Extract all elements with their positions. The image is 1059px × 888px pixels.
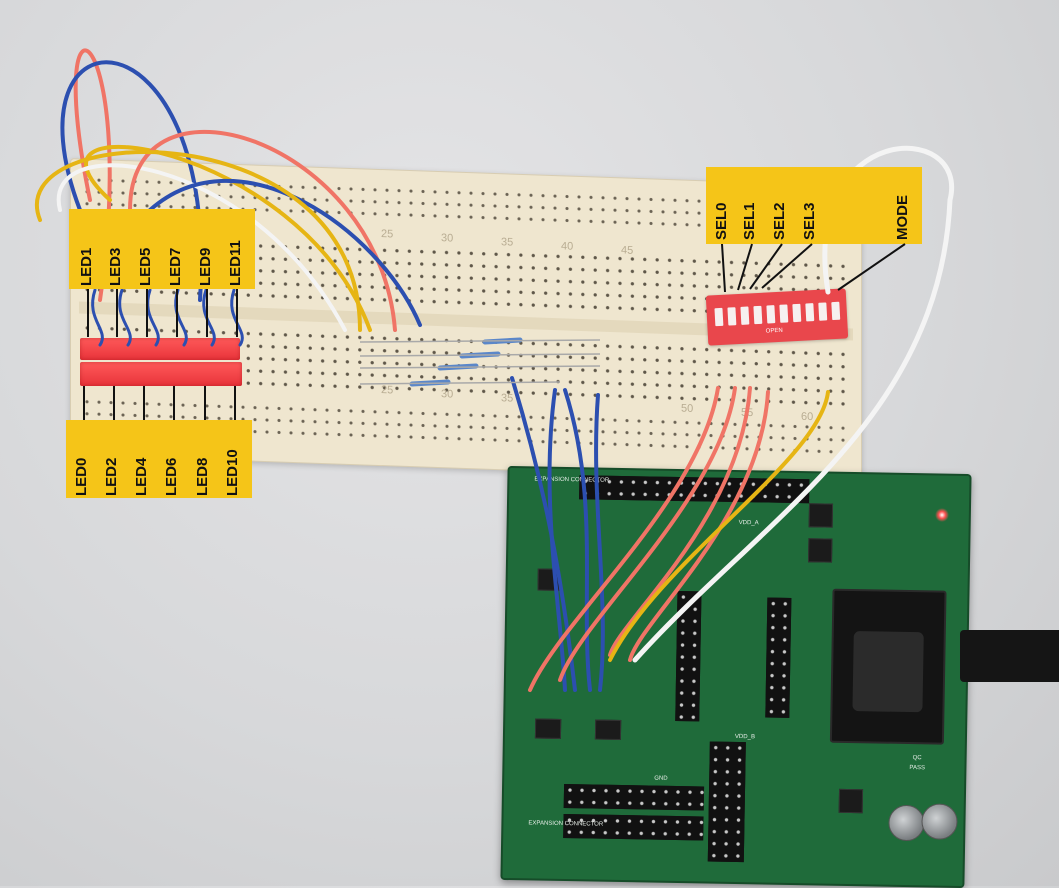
dip-switch-key [727, 307, 737, 326]
leader-line [176, 289, 178, 337]
column-number: 50 [681, 402, 694, 415]
column-number: 55 [741, 406, 754, 420]
dip-switch-key [714, 307, 724, 327]
led10-label: LED10 [224, 449, 241, 496]
electrolytic-capacitor [921, 803, 958, 840]
dip-switch-key [805, 303, 815, 322]
led-bar-graph-lower [80, 362, 242, 386]
dip-switch: OPEN [705, 288, 849, 346]
column-number: 35 [501, 392, 514, 405]
column-number: 45 [621, 244, 634, 257]
sel0-label: SEL0 [713, 202, 730, 240]
led4-label: LED4 [133, 457, 150, 496]
column-number: 35 [501, 236, 514, 249]
usb-cable [960, 630, 1059, 682]
dip-switch-marking: OPEN [765, 327, 783, 335]
silkscreen-label: EXPANSION CONNECTOR [528, 820, 604, 828]
leader-line [236, 289, 238, 337]
ic-chip [808, 538, 833, 563]
dip-switch-key [753, 305, 763, 325]
led5-label: LED5 [137, 247, 154, 286]
development-board: EXPANSION CONNECTOR EXPANSION CONNECTOR … [500, 465, 972, 888]
leader-line [173, 386, 175, 420]
column-number: 30 [441, 232, 454, 245]
ic-chip [808, 503, 834, 528]
led-bar-graph-upper [80, 338, 240, 360]
column-number: 60 [801, 410, 814, 424]
led11-label: LED11 [227, 240, 244, 286]
ic-chip [838, 788, 864, 814]
pin-header-numbered [765, 597, 792, 718]
dip-switch-key [779, 304, 789, 323]
power-led-icon [935, 508, 949, 522]
led0-label: LED0 [73, 457, 90, 496]
led8-label: LED8 [194, 457, 211, 496]
led7-label: LED7 [167, 247, 184, 286]
silkscreen-label: QC [912, 755, 922, 762]
led2-label: LED2 [103, 457, 120, 496]
sel1-label: SEL1 [741, 202, 758, 240]
ic-chip [594, 719, 622, 741]
leader-line [116, 289, 118, 337]
leader-line [204, 386, 206, 420]
silkscreen-label: PASS [909, 765, 926, 772]
pin-header-vertical [707, 741, 746, 863]
bottom-led-label-block [66, 420, 252, 498]
column-number: 25 [381, 228, 394, 241]
dip-switch-key [766, 305, 776, 324]
dip-switch-key [740, 306, 750, 325]
dip-switch-key [831, 301, 841, 321]
led9-label: LED9 [197, 247, 214, 286]
dip-switch-key [818, 302, 828, 321]
leader-line [143, 386, 145, 420]
electrolytic-capacitor [888, 804, 925, 842]
chip-socket-lid [852, 631, 924, 713]
silkscreen-label: EXPANSION CONNECTOR [534, 476, 610, 484]
pin-header-top-right [759, 478, 810, 504]
sel2-label: SEL2 [771, 202, 788, 240]
silkscreen-label: VDD_A [738, 520, 759, 527]
leader-line [87, 289, 89, 337]
led6-label: LED6 [163, 457, 180, 496]
mode-label: MODE [894, 195, 911, 240]
pin-header-center [675, 590, 702, 722]
silkscreen-label: GND [654, 775, 668, 782]
top-led-label-block [69, 209, 255, 289]
leader-line [83, 386, 85, 420]
silkscreen-label: VDD_B [734, 733, 756, 741]
led3-label: LED3 [107, 247, 124, 286]
column-number: 30 [441, 388, 454, 401]
dip-switch-key [792, 303, 802, 323]
leader-line [206, 289, 208, 337]
sel3-label: SEL3 [801, 202, 818, 240]
ic-chip [534, 718, 562, 739]
chip-socket [829, 588, 947, 745]
ic-chip [537, 568, 560, 591]
select-label-block [706, 167, 922, 244]
led1-label: LED1 [78, 247, 95, 286]
column-number: 25 [381, 384, 394, 397]
leader-line [113, 386, 115, 420]
leader-line [146, 289, 148, 337]
column-number: 40 [561, 240, 574, 253]
leader-line [234, 386, 236, 420]
pin-header-bottom [563, 784, 705, 811]
